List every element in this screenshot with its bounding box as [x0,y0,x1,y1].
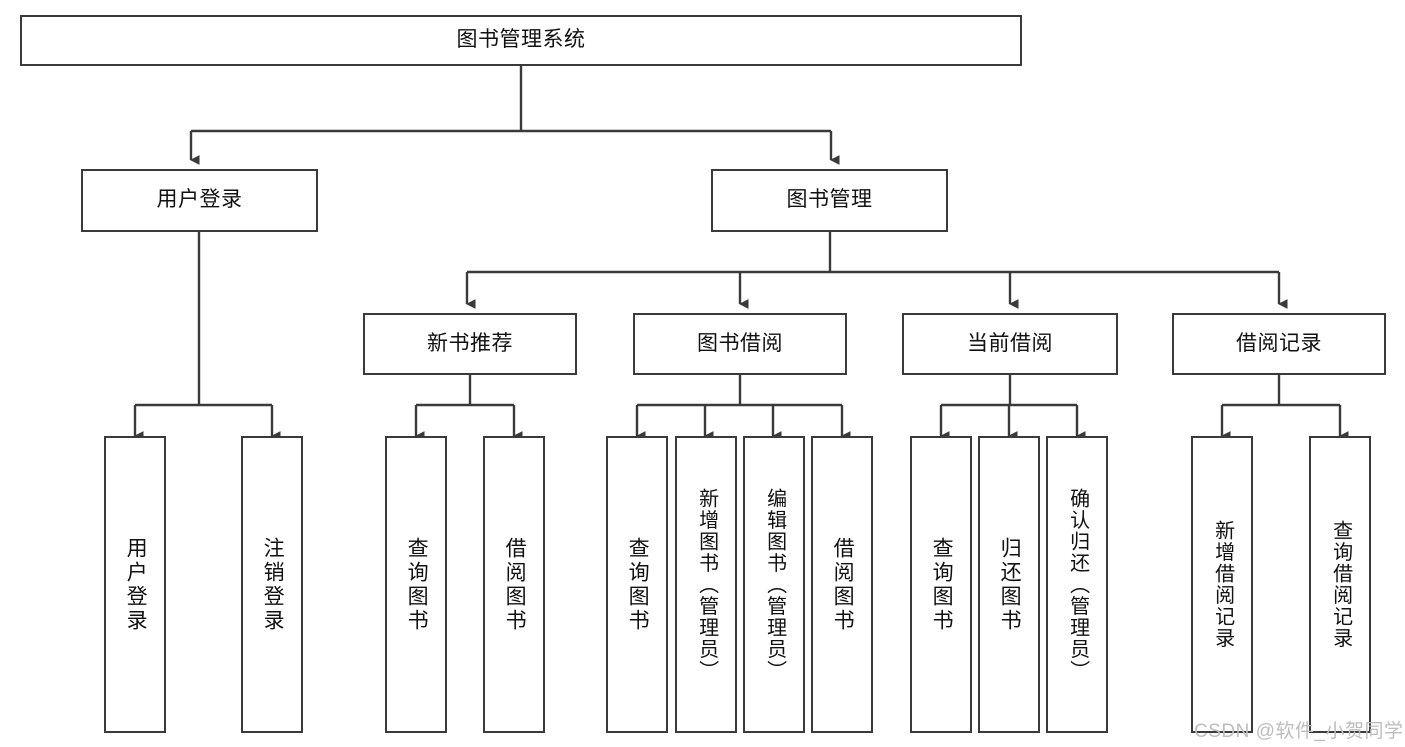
node-book-manage[interactable]: 图书管理 [711,169,948,232]
node-user-login-label: 用户登录 [156,188,243,212]
node-borrow-record[interactable]: 借阅记录 [1172,313,1386,375]
watermark: CSDN @软件_小贺同学 [1194,721,1404,742]
leaf-query-book-2-label: 查询图书 [626,536,650,633]
leaf-add-record-label: 新增借阅记录 [1211,520,1234,649]
leaf-query-record[interactable]: 查询借阅记录 [1309,436,1371,733]
leaf-edit-book[interactable]: 编辑图书（管理员） [743,436,805,733]
node-book-manage-label: 图书管理 [786,188,873,212]
leaf-query-book-3[interactable]: 查询图书 [910,436,972,733]
node-borrow-record-label: 借阅记录 [1236,331,1322,355]
node-current-borrow[interactable]: 当前借阅 [902,313,1118,375]
leaf-return-book[interactable]: 归还图书 [978,436,1040,733]
leaf-user-login-label: 用户登录 [124,536,148,633]
leaf-add-book[interactable]: 新增图书（管理员） [675,436,737,733]
leaf-borrow-book-2-label: 借阅图书 [831,536,855,633]
leaf-query-book-2[interactable]: 查询图书 [606,436,668,733]
leaf-query-book-1-label: 查询图书 [405,536,429,633]
leaf-borrow-book-1[interactable]: 借阅图书 [483,436,545,733]
leaf-user-login[interactable]: 用户登录 [104,436,166,733]
node-current-borrow-label: 当前借阅 [967,331,1053,355]
node-root-label: 图书管理系统 [456,28,586,52]
leaf-query-book-1[interactable]: 查询图书 [385,436,447,733]
leaf-return-book-label: 归还图书 [998,536,1022,633]
node-new-book-recommend[interactable]: 新书推荐 [363,313,577,375]
leaf-confirm-return-label: 确认归还（管理员） [1066,487,1089,682]
leaf-confirm-return[interactable]: 确认归还（管理员） [1046,436,1108,733]
leaf-borrow-book-2[interactable]: 借阅图书 [811,436,873,733]
node-book-borrow-label: 图书借阅 [697,331,783,355]
leaf-add-book-label: 新增图书（管理员） [695,487,718,682]
node-new-book-recommend-label: 新书推荐 [427,331,513,355]
leaf-query-book-3-label: 查询图书 [930,536,954,633]
leaf-logout[interactable]: 注销登录 [241,436,303,733]
node-user-login[interactable]: 用户登录 [81,169,318,232]
node-root[interactable]: 图书管理系统 [20,15,1022,66]
leaf-borrow-book-1-label: 借阅图书 [503,536,527,633]
leaf-edit-book-label: 编辑图书（管理员） [763,487,786,682]
leaf-logout-label: 注销登录 [261,536,285,633]
node-book-borrow[interactable]: 图书借阅 [633,313,847,375]
leaf-query-record-label: 查询借阅记录 [1329,520,1352,649]
leaf-add-record[interactable]: 新增借阅记录 [1191,436,1253,733]
